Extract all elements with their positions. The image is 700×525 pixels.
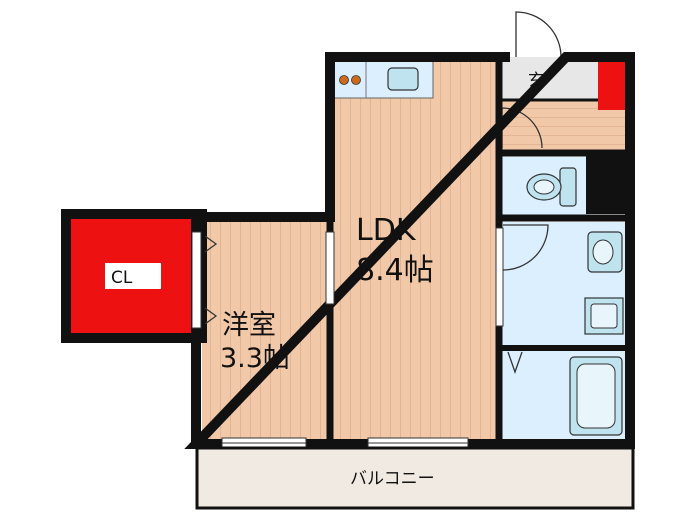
closet-label: CL xyxy=(111,268,133,288)
balcony xyxy=(195,446,635,510)
stove-burner-right-icon xyxy=(351,75,361,85)
toilet-door-swing xyxy=(501,107,543,149)
balcony-floor xyxy=(197,448,633,508)
ldk-size: 8.4帖 xyxy=(356,253,434,288)
western-room-size: 3.3帖 xyxy=(220,343,290,374)
balcony-label: バルコニー xyxy=(350,469,435,489)
washing-machine-icon xyxy=(584,297,624,335)
wash-basin-icon xyxy=(587,231,623,273)
sliding-door-western-ldk xyxy=(325,231,335,305)
ldk-name: LDK xyxy=(356,213,417,248)
stove-burner-left-icon xyxy=(339,75,349,85)
wall-black-block xyxy=(586,152,630,214)
ldk-floor xyxy=(330,57,500,442)
closet-label-box xyxy=(105,263,161,289)
bathtub-icon xyxy=(569,356,623,436)
closet-door-swing-2 xyxy=(204,307,218,325)
bathroom-door-swing xyxy=(507,351,523,374)
kitchen-sink-icon xyxy=(387,67,419,91)
sliding-door-ldk-washroom xyxy=(495,227,504,327)
closet-door-swing xyxy=(204,235,218,253)
toilet-icon xyxy=(526,167,577,207)
entrance-label: 玄 xyxy=(528,71,545,91)
shoe-cabinet xyxy=(598,62,626,110)
closet-opening xyxy=(191,231,202,329)
entrance-door-swing xyxy=(515,11,562,58)
washroom-door-swing xyxy=(502,224,549,271)
closet xyxy=(61,209,207,343)
outer-wall xyxy=(184,52,635,449)
western-room-name: 洋室 xyxy=(222,310,276,341)
